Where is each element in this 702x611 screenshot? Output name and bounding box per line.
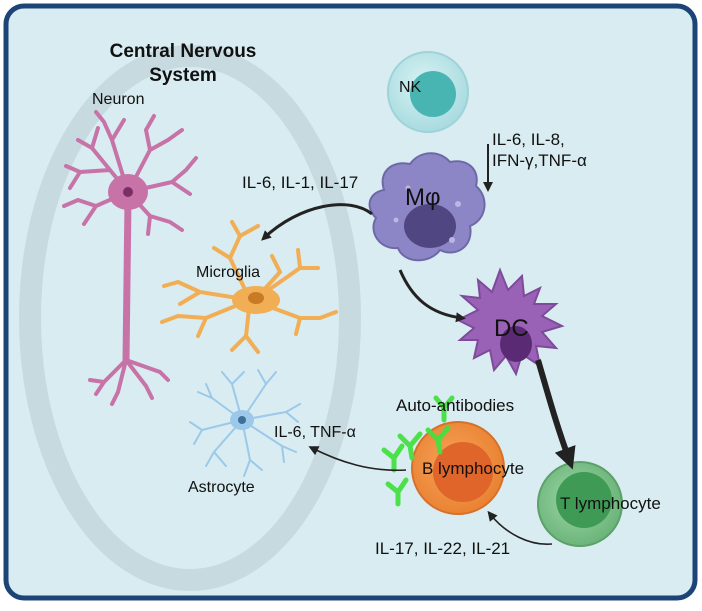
- t-to-b-cytokines: IL-17, IL-22, IL-21: [375, 539, 511, 558]
- microglia-nucleus: [248, 292, 264, 304]
- macrophage-nucleus: [404, 204, 456, 248]
- microglia-label: Microglia: [196, 264, 261, 281]
- arrow-macrophage-to-dc: [398, 269, 466, 323]
- arrow-macrophage-to-microglia: [261, 203, 373, 241]
- dc-label: DC: [494, 315, 529, 342]
- nk-label: NK: [399, 79, 422, 96]
- b-lymphocyte-label: B lymphocyte: [422, 459, 525, 478]
- macrophage-cytokines: IL-6, IL-1, IL-17: [242, 173, 359, 192]
- macrophage-label: Mφ: [405, 184, 441, 211]
- b-lymphocyte-nucleus: [433, 442, 493, 502]
- arrow-b-to-astrocyte: [308, 446, 407, 472]
- dc-nucleus: [500, 326, 532, 362]
- astrocyte-nucleus: [238, 416, 246, 424]
- title-line-2: System: [149, 65, 217, 86]
- b-to-astrocyte-cytokines: IL-6, TNF-α: [274, 424, 356, 441]
- auto-antibodies-label: Auto-antibodies: [396, 396, 515, 415]
- arrow-dc-to-t: [535, 359, 576, 470]
- cns-boundary: [19, 45, 361, 591]
- nk-cytokines-line-1: IL-6, IL-8,: [492, 130, 565, 149]
- antibodies: [381, 395, 455, 507]
- astrocyte-label: Astrocyte: [188, 479, 255, 496]
- t-lymphocyte-label: T lymphocyte: [560, 494, 661, 513]
- nk-nucleus: [410, 71, 456, 117]
- neuron-label: Neuron: [92, 91, 145, 108]
- microglia-cell: [160, 220, 338, 354]
- t-lymphocyte-nucleus: [556, 472, 612, 528]
- nk-cytokines-line-2: IFN-γ,TNF-α: [492, 151, 587, 170]
- dc-cell: [455, 267, 565, 377]
- title-line-1: Central Nervous: [109, 41, 257, 62]
- neuron-nucleus: [123, 187, 133, 197]
- page-title: Central Nervous System: [88, 40, 278, 88]
- arrow-t-to-b: [487, 510, 553, 545]
